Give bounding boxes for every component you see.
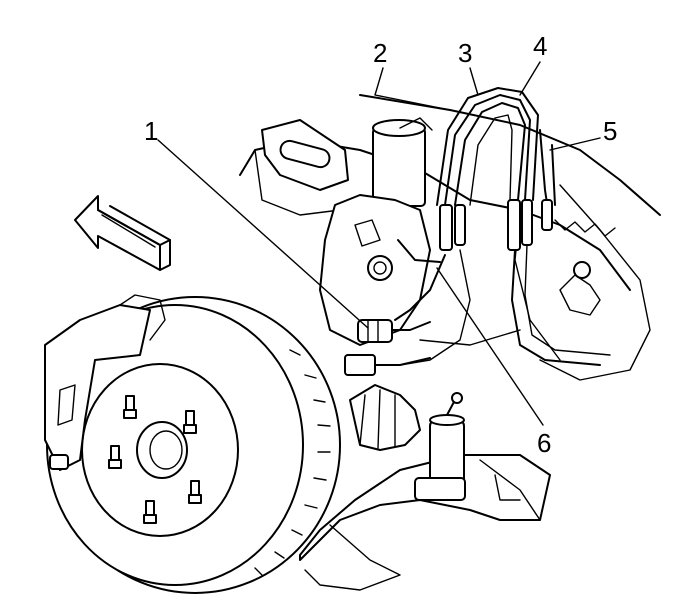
callout-4: 4 — [533, 31, 547, 61]
leader-4 — [519, 61, 541, 96]
leader-6 — [436, 267, 544, 426]
mounting-bracket-plate — [261, 119, 349, 191]
brake-hoses — [436, 87, 611, 366]
callout-6: 6 — [537, 428, 551, 458]
callout-labels: 1 2 3 4 5 6 — [144, 31, 617, 458]
leader-5 — [549, 137, 601, 151]
caliper-bracket — [44, 294, 166, 471]
wiring-harness — [394, 239, 521, 366]
callout-3: 3 — [458, 38, 472, 68]
callout-1: 1 — [144, 116, 158, 146]
leader-2 — [374, 67, 451, 111]
callout-2: 2 — [373, 38, 387, 68]
wheel-studs — [108, 395, 202, 524]
wheel-speed-sensor-connector — [344, 319, 431, 376]
lower-shock-absorber — [414, 392, 466, 501]
frame-rail — [554, 219, 616, 316]
leader-3 — [469, 67, 479, 96]
lower-control-arm — [299, 454, 551, 591]
axle-boot — [349, 384, 421, 451]
leader-1 — [157, 139, 369, 329]
steering-knuckle — [319, 194, 431, 346]
forward-arrow-icon — [74, 195, 171, 271]
upper-shock-absorber — [372, 117, 433, 207]
callout-5: 5 — [603, 116, 617, 146]
callout-leaders — [157, 61, 601, 426]
